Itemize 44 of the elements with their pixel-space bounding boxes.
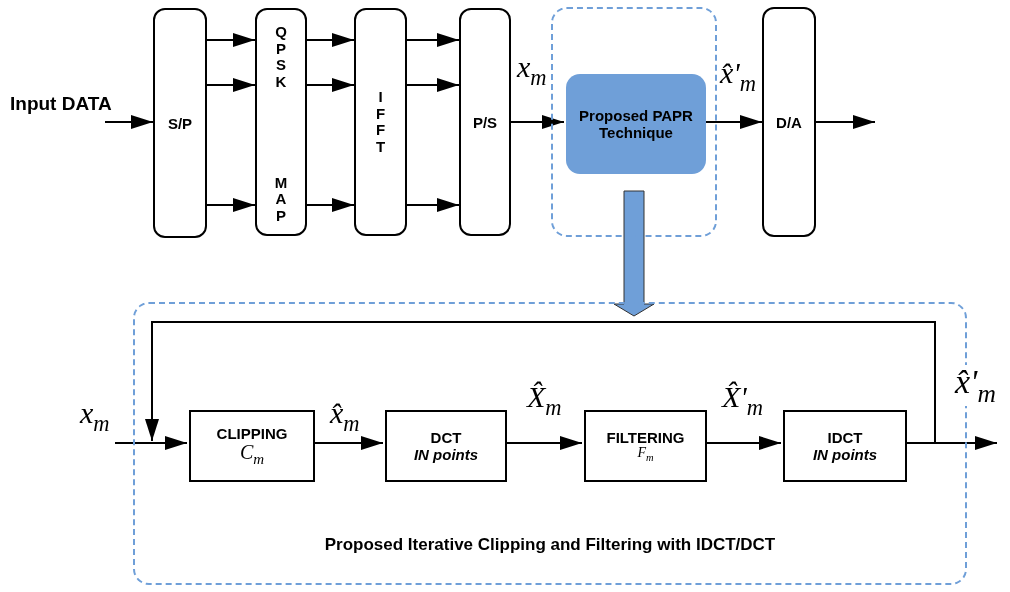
arrow	[306, 78, 355, 92]
arrow	[206, 198, 256, 212]
block-arrow	[613, 190, 655, 317]
block-label: IFFT	[374, 89, 387, 155]
math-symbol: C$_{m}$	[239, 441, 265, 468]
arrow	[306, 33, 355, 47]
arrow	[815, 115, 876, 129]
block-sublabel: IN points	[812, 446, 878, 463]
block-label: Proposed PAPR Technique	[578, 107, 694, 141]
arrow	[114, 436, 188, 450]
block-sublabel: MAP	[274, 174, 288, 224]
process-box	[354, 8, 407, 236]
process-box	[189, 410, 315, 482]
block-label: CLIPPING	[216, 424, 288, 442]
block-label: FILTERING	[606, 428, 685, 446]
arrow	[145, 321, 936, 444]
block-label: DCT	[430, 429, 462, 446]
process-box	[385, 410, 507, 482]
process-box	[584, 410, 707, 482]
arrow	[406, 33, 460, 47]
process-box	[783, 410, 907, 482]
block-label: P/S	[472, 113, 498, 131]
arrow	[306, 198, 355, 212]
process-box	[255, 8, 307, 236]
arrow	[206, 78, 256, 92]
arrow	[406, 78, 460, 92]
block-label: IDCT	[827, 429, 863, 446]
dashed-group-box	[551, 7, 717, 237]
arrow	[406, 198, 460, 212]
math-symbol: F$_{m}$	[637, 445, 654, 464]
caption-text: Proposed Iterative Clipping and Filtering with IDCT/DCT	[324, 535, 776, 555]
arrow	[104, 115, 154, 129]
process-box	[153, 8, 207, 238]
arrow	[510, 115, 565, 129]
process-box	[762, 7, 816, 237]
signal-label: x̂'$_{m}$	[955, 365, 996, 407]
arrow	[206, 33, 256, 47]
technique-box	[566, 74, 706, 174]
block-label: D/A	[776, 113, 802, 131]
block-label: S/P	[167, 114, 193, 132]
block-label: QPSK	[274, 24, 288, 90]
process-box	[459, 8, 511, 236]
input-label: Input DATA	[10, 94, 112, 113]
block-sublabel: IN points	[413, 446, 479, 463]
